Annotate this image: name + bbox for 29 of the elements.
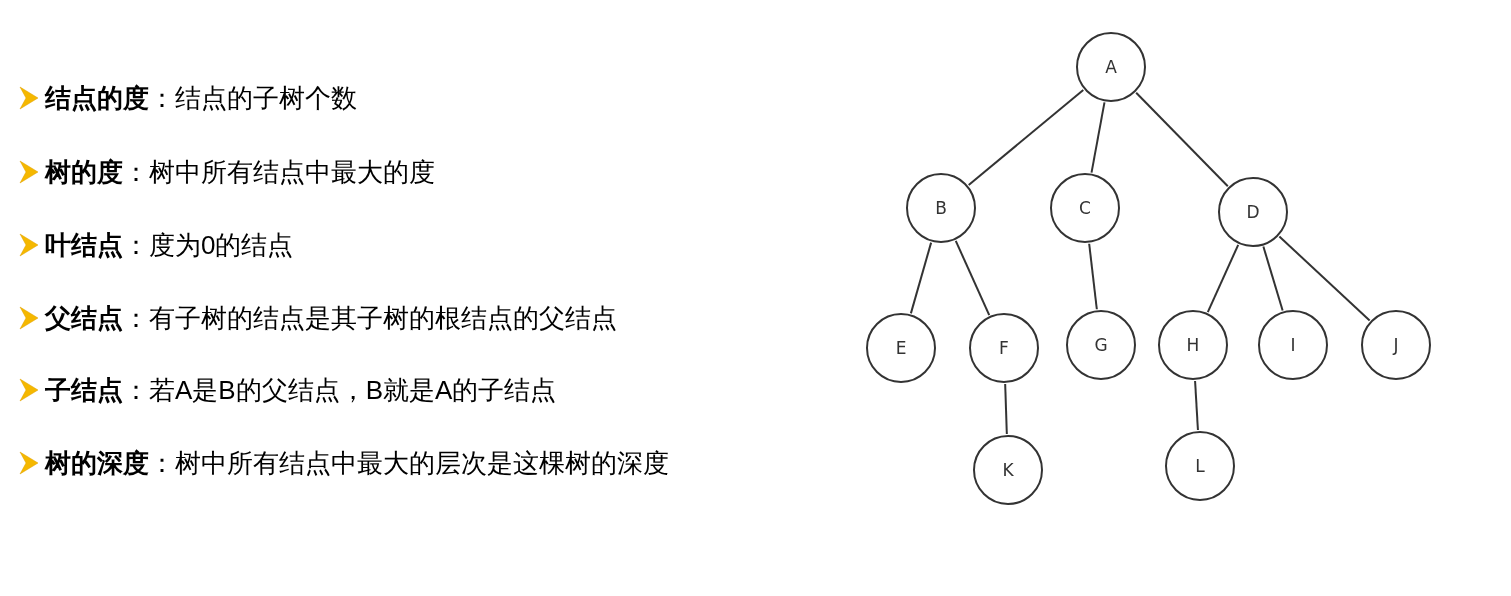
tree-edge [1135, 91, 1229, 188]
tree-edge [1194, 379, 1199, 432]
tree-node-circle: C [1050, 173, 1120, 243]
definition-text: 树的深度：树中所有结点中最大的层次是这棵树的深度 [45, 447, 669, 479]
definition-text: 树的度：树中所有结点中最大的度 [45, 156, 435, 188]
tree-edge [1278, 235, 1371, 322]
tree-node-circle: I [1258, 310, 1328, 380]
tree-node-circle: B [906, 173, 976, 243]
definition-text: 父结点：有子树的结点是其子树的根结点的父结点 [45, 302, 617, 334]
definition-text: 叶结点：度为0的结点 [45, 229, 294, 261]
tree-edge [954, 239, 991, 317]
tree-node-circle: E [866, 313, 936, 383]
tree-edge [1088, 242, 1098, 311]
tree-edge [1206, 243, 1240, 314]
tree-node-circle: A [1076, 32, 1146, 102]
tree-edge [1090, 101, 1106, 174]
definition-text: 子结点：若A是B的父结点，B就是A的子结点 [45, 374, 557, 406]
definition-text: 结点的度：结点的子树个数 [45, 82, 357, 114]
tree-edge [1004, 383, 1008, 435]
tree-node-circle: J [1361, 310, 1431, 380]
tree-edge [1262, 245, 1284, 312]
tree-edge [967, 89, 1085, 186]
tree-node-circle: K [973, 435, 1043, 505]
tree-node-circle: H [1158, 310, 1228, 380]
tree-edge [909, 241, 933, 315]
tree-node-circle: L [1165, 431, 1235, 501]
tree-node-circle: F [969, 313, 1039, 383]
tree-node-circle: D [1218, 177, 1288, 247]
tree-node-circle: G [1066, 310, 1136, 380]
